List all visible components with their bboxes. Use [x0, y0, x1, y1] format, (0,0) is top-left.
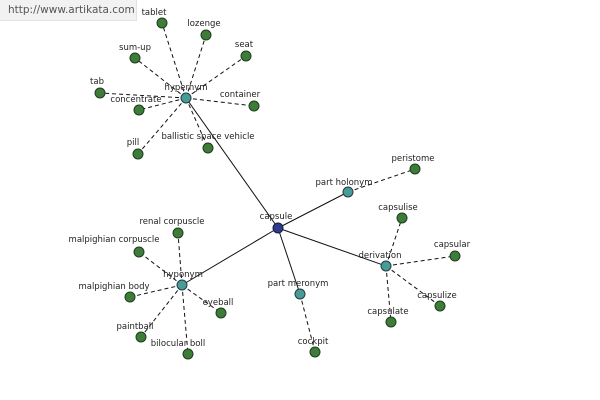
node-capsulise[interactable] [396, 212, 408, 224]
label-derivation[interactable]: derivation [358, 251, 401, 261]
edge-hyponym-malpighian-corpuscle [138, 251, 183, 286]
label-sum-up[interactable]: sum-up [119, 43, 151, 53]
label-tablet[interactable]: tablet [142, 8, 168, 18]
edge-derivation-capsulate [385, 265, 392, 323]
label-paintball[interactable]: paintball [116, 322, 153, 332]
node-capsulate[interactable] [385, 316, 397, 328]
edge-hypernym-concentrate [138, 97, 187, 111]
node-bilocular-boll[interactable] [182, 348, 194, 360]
label-capsulate[interactable]: capsulate [367, 307, 408, 317]
site-watermark[interactable]: http://www.artikata.com [0, 0, 137, 21]
label-part-holonym[interactable]: part holonym [316, 178, 373, 188]
labels-layer: tablet lozenge seat sum-up tab concentrate con… [69, 8, 471, 349]
label-ballistic-space-vehicle[interactable]: ballistic space vehicle [161, 132, 254, 142]
node-pill[interactable] [132, 148, 144, 160]
node-malpighian-body[interactable] [124, 291, 136, 303]
edge-hyponym-bilocular-boll [181, 284, 189, 355]
edge-hypernym-pill [137, 97, 187, 155]
node-capsule-center[interactable] [272, 222, 284, 234]
node-cockpit[interactable] [309, 346, 321, 358]
edge-capsule-part-holonym [277, 191, 349, 229]
label-malpighian-body[interactable]: malpighian body [78, 282, 149, 292]
edge-hypernym-tab [99, 92, 187, 99]
edge-derivation-capsular [385, 255, 456, 267]
edge-derivation-capsulise [385, 217, 403, 267]
label-hyponym[interactable]: hyponym [163, 270, 203, 280]
node-eyeball[interactable] [215, 307, 227, 319]
node-lozenge[interactable] [200, 29, 212, 41]
edge-capsule-derivation [277, 227, 387, 267]
label-concentrate[interactable]: concentrate [110, 95, 161, 105]
label-hypernym[interactable]: hypernym [164, 83, 207, 93]
edge-capsule-hyponym [181, 227, 279, 286]
edge-hypernym-tablet [161, 22, 187, 99]
label-malpighian-corpuscle[interactable]: malpighian corpuscle [69, 235, 160, 245]
node-part-holonym[interactable] [342, 186, 354, 198]
edge-derivation-capsulize [385, 265, 441, 307]
node-capsulize[interactable] [434, 300, 446, 312]
edges-layer [99, 22, 456, 355]
label-cockpit[interactable]: cockpit [298, 337, 329, 347]
label-pill[interactable]: pill [127, 138, 139, 148]
node-seat[interactable] [240, 50, 252, 62]
edge-part-holonym-peristome [347, 168, 416, 193]
node-paintball[interactable] [135, 331, 147, 343]
edge-hyponym-eyeball [181, 284, 222, 314]
label-capsule-center[interactable]: capsule [260, 212, 293, 222]
edge-hypernym-container [185, 97, 255, 107]
label-seat[interactable]: seat [235, 40, 254, 50]
edge-hypernym-seat [185, 55, 247, 99]
edge-hypernym-sum-up [134, 57, 187, 99]
node-tablet[interactable] [156, 17, 168, 29]
label-container[interactable]: container [220, 90, 261, 100]
edge-capsule-part-meronym [277, 227, 301, 295]
label-peristome[interactable]: peristome [392, 154, 435, 164]
edge-hypernym-ballistic-space-vehicle [185, 97, 209, 149]
node-part-meronym[interactable] [294, 288, 306, 300]
node-concentrate[interactable] [133, 104, 145, 116]
label-renal-corpuscle[interactable]: renal corpuscle [139, 217, 204, 227]
edge-hyponym-renal-corpuscle [177, 232, 183, 286]
label-bilocular-boll[interactable]: bilocular boll [151, 339, 205, 349]
node-malpighian-corpuscle[interactable] [133, 246, 145, 258]
label-part-meronym[interactable]: part meronym [268, 279, 329, 289]
label-lozenge[interactable]: lozenge [187, 19, 220, 29]
node-sum-up[interactable] [129, 52, 141, 64]
edge-part-meronym-cockpit [299, 293, 316, 353]
node-hypernym[interactable] [180, 92, 192, 104]
node-peristome[interactable] [409, 163, 421, 175]
node-tab[interactable] [94, 87, 106, 99]
label-capsular[interactable]: capsular [434, 240, 471, 250]
node-container[interactable] [248, 100, 260, 112]
node-derivation[interactable] [380, 260, 392, 272]
node-ballistic-space-vehicle[interactable] [202, 142, 214, 154]
label-capsulise[interactable]: capsulise [378, 203, 417, 213]
edge-hyponym-malpighian-body [129, 284, 183, 298]
label-tab[interactable]: tab [90, 77, 104, 87]
label-capsulize[interactable]: capsulize [417, 291, 457, 301]
edge-capsule-hypernym [185, 97, 279, 229]
nodes-layer [94, 17, 461, 360]
label-eyeball[interactable]: eyeball [203, 298, 234, 308]
node-renal-corpuscle[interactable] [172, 227, 184, 239]
node-hyponym[interactable] [176, 279, 188, 291]
node-capsular[interactable] [449, 250, 461, 262]
